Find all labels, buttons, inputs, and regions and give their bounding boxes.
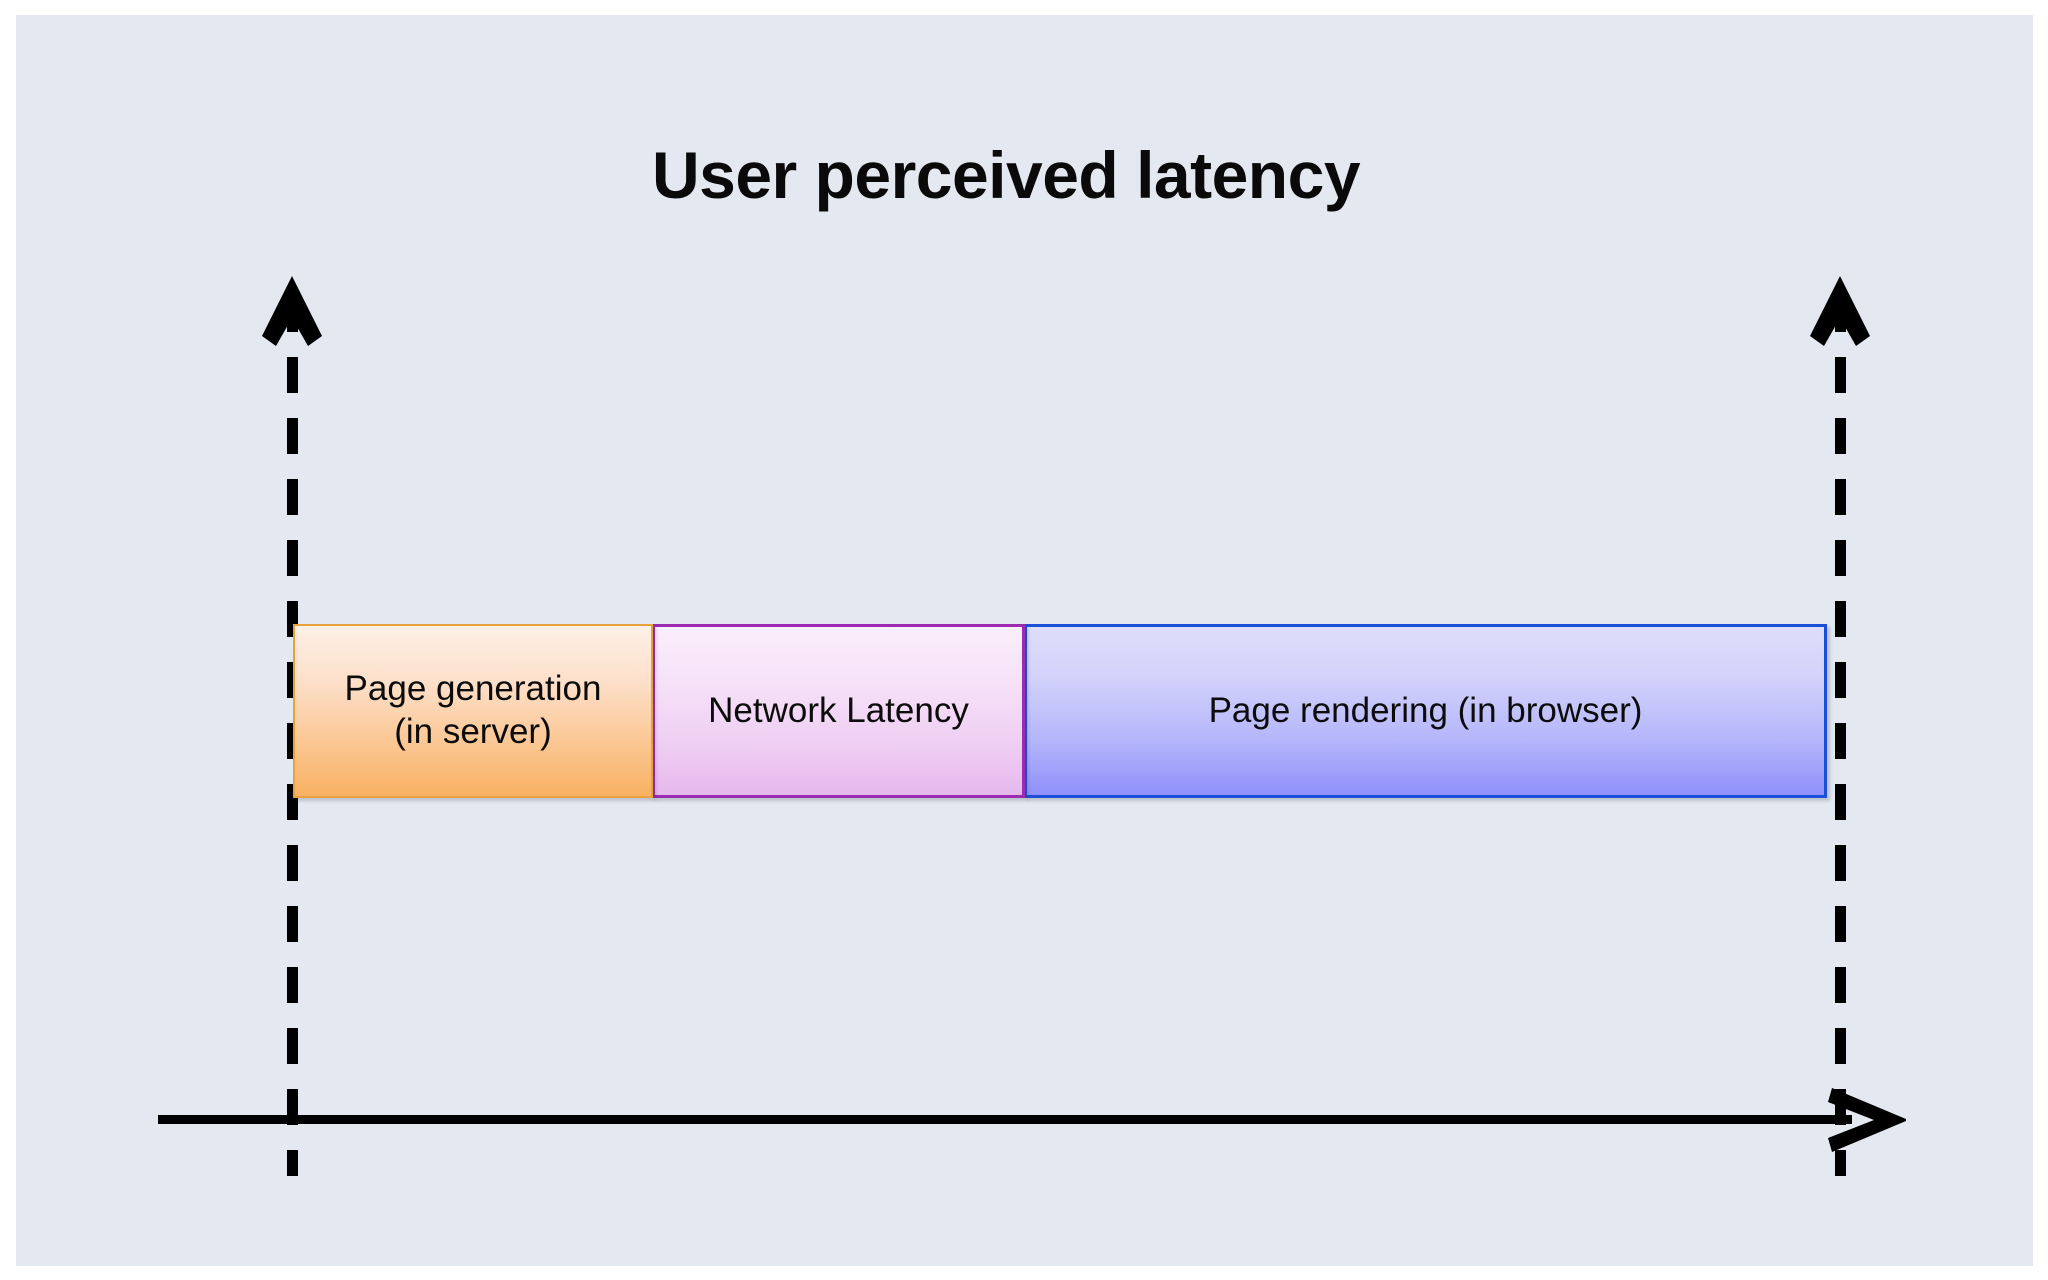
segment-network-latency-label: Network Latency <box>708 690 969 730</box>
segment-page-generation[interactable]: Page generation (in server) <box>293 624 653 798</box>
time-axis-right-arrow-icon <box>1828 1088 1906 1152</box>
start-boundary-up-arrow-icon <box>259 276 325 346</box>
time-axis-line <box>158 1115 1852 1124</box>
segment-page-generation-label: Page generation (in server) <box>344 669 602 751</box>
segment-network-latency[interactable]: Network Latency <box>652 624 1025 798</box>
end-boundary-up-arrow-icon <box>1807 276 1873 346</box>
segment-page-rendering[interactable]: Page rendering (in browser) <box>1024 624 1827 798</box>
page-title-text: User perceived latency <box>651 138 1361 212</box>
start-boundary-dashed-line <box>287 296 298 1176</box>
end-boundary-dashed-line <box>1835 296 1846 1176</box>
page-title: User perceived latency <box>0 142 2048 208</box>
segment-page-rendering-label: Page rendering (in browser) <box>1208 690 1643 730</box>
